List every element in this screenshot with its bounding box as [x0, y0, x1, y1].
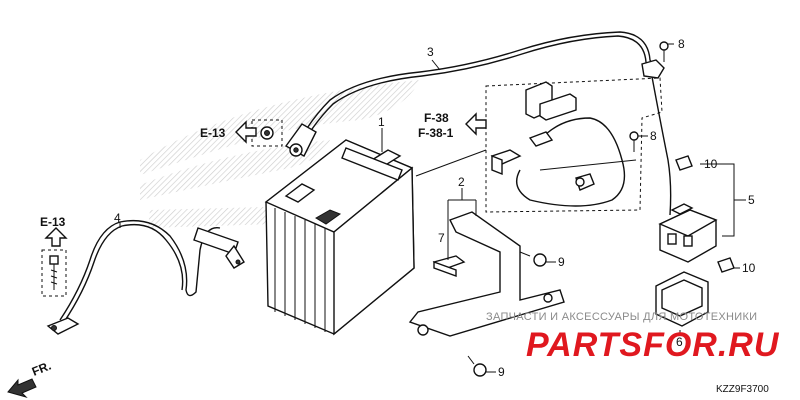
watermark: ЗАПЧАСТИ И АКСЕССУАРЫ ДЛЯ МОТОТЕХНИКИ PA…: [486, 311, 780, 364]
callout-9-upper: 9: [558, 255, 565, 269]
brand-wing-logo: [140, 80, 420, 228]
callout-10-upper: 10: [704, 157, 718, 171]
f38-1-label: F-38-1: [418, 126, 454, 140]
front-direction: FR.: [7, 359, 53, 398]
e13-upper-ref[interactable]: E-13: [200, 120, 257, 144]
relay-screw[interactable]: [629, 131, 639, 152]
callout-4: 4: [114, 211, 121, 225]
callout-9-lower: 9: [498, 365, 505, 379]
callout-6: 6: [676, 335, 683, 349]
e13-left-label: E-13: [40, 215, 66, 229]
negative-cable[interactable]: [46, 219, 245, 335]
f38-ref[interactable]: F-38 F-38-1: [418, 111, 487, 140]
f38-label: F-38: [424, 111, 449, 125]
watermark-brand: PARTSFOR.RU: [526, 326, 780, 364]
fuse-upper[interactable]: [675, 155, 693, 171]
starter-relay[interactable]: [658, 203, 718, 263]
bracket-bolt-upper[interactable]: [519, 251, 547, 267]
diagram-code: KZZ9F3700: [716, 384, 769, 395]
callout-numbers: 3 1 2 7 4 8 8 10 5 10 9 9 6: [114, 37, 756, 379]
callout-2: 2: [458, 175, 465, 189]
bracket-bolt-lower[interactable]: [467, 355, 487, 377]
battery[interactable]: [264, 139, 415, 336]
main-harness[interactable]: [284, 31, 672, 216]
battery-bracket[interactable]: [408, 211, 565, 337]
rubber-pad[interactable]: [432, 255, 466, 277]
relay-cover[interactable]: [655, 271, 709, 327]
e13-upper-label: E-13: [200, 126, 226, 140]
front-label: FR.: [30, 359, 53, 379]
fuse-lower[interactable]: [717, 257, 735, 273]
callout-7: 7: [438, 231, 445, 245]
e13-left-ref[interactable]: E-13: [40, 215, 68, 247]
leader-lines: [119, 43, 746, 373]
ground-bolt[interactable]: [41, 249, 67, 297]
callout-8-upper: 8: [678, 37, 685, 51]
callout-3: 3: [427, 45, 434, 59]
callout-1: 1: [378, 115, 385, 129]
callout-5: 5: [748, 193, 755, 207]
callout-8-lower: 8: [650, 129, 657, 143]
relay-harness-group[interactable]: [485, 77, 663, 213]
watermark-tagline: ЗАПЧАСТИ И АКСЕССУАРЫ ДЛЯ МОТОТЕХНИКИ: [486, 311, 757, 323]
callout-10-lower: 10: [742, 261, 756, 275]
